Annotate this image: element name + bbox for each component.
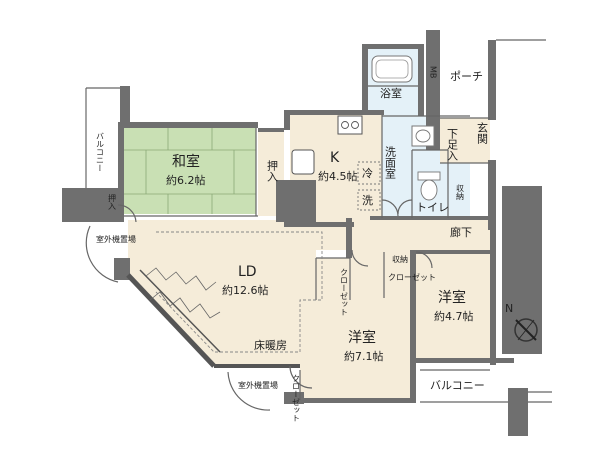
washitsu-room xyxy=(124,128,256,214)
porch-label: ポーチ xyxy=(450,70,483,83)
kitchen-size: 約4.5帖 xyxy=(318,169,358,183)
ld-name: LD xyxy=(238,264,257,280)
ld-floor-heating: 床暖房 xyxy=(254,338,287,352)
ld-size: 約12.6帖 xyxy=(222,283,269,297)
yoshitsu-large-size: 約7.1帖 xyxy=(344,349,384,363)
yoshitsu-small-size: 約4.7帖 xyxy=(434,309,474,323)
yoshitsu-large-name: 洋室 xyxy=(348,329,376,346)
closet-east-label: クローゼット xyxy=(388,272,436,282)
balcony-left-label: バルコニー xyxy=(96,132,105,172)
oshiire-label: 押入 xyxy=(266,159,279,182)
storage2-label: 収納 xyxy=(392,254,408,264)
balcony-right-label: バルコニー xyxy=(430,379,485,392)
fridge-label: 冷 xyxy=(362,167,373,180)
washroom-label: 洗面室 xyxy=(384,146,397,179)
entrance-label: 玄関 xyxy=(476,121,489,144)
walls xyxy=(62,30,542,436)
toilet-label: トイレ xyxy=(416,201,449,214)
shoebox-label: 下足入 xyxy=(446,128,459,161)
oshiire2-label: 押入 xyxy=(108,193,117,210)
washer-label: 洗 xyxy=(362,194,373,207)
mb-label: MB xyxy=(429,66,438,78)
yoshitsu-small-name: 洋室 xyxy=(438,289,466,306)
closet-west-label: クローゼット xyxy=(340,268,349,316)
outdoor-unit-label: 室外機置場 xyxy=(96,234,136,244)
room-labels: 和室 約6.2帖 LD 約12.6帖 床暖房 K 約4.5帖 洋室 約7.1帖 … xyxy=(96,66,514,422)
hallway-label: 廊下 xyxy=(450,225,472,239)
north-label: N xyxy=(505,302,513,315)
floor-fills xyxy=(128,48,490,400)
fixtures xyxy=(85,39,552,411)
kitchen-name: K xyxy=(330,150,340,166)
bathroom-label: 浴室 xyxy=(380,86,402,100)
washitsu-name: 和室 xyxy=(172,153,200,170)
outdoor-unit2-label: 室外機置場 xyxy=(238,380,278,390)
north-compass-icon xyxy=(514,318,538,342)
storage-label: 収納 xyxy=(456,183,465,201)
washitsu-size: 約6.2帖 xyxy=(166,173,206,187)
closet-sw-label: クローゼット xyxy=(292,374,301,422)
